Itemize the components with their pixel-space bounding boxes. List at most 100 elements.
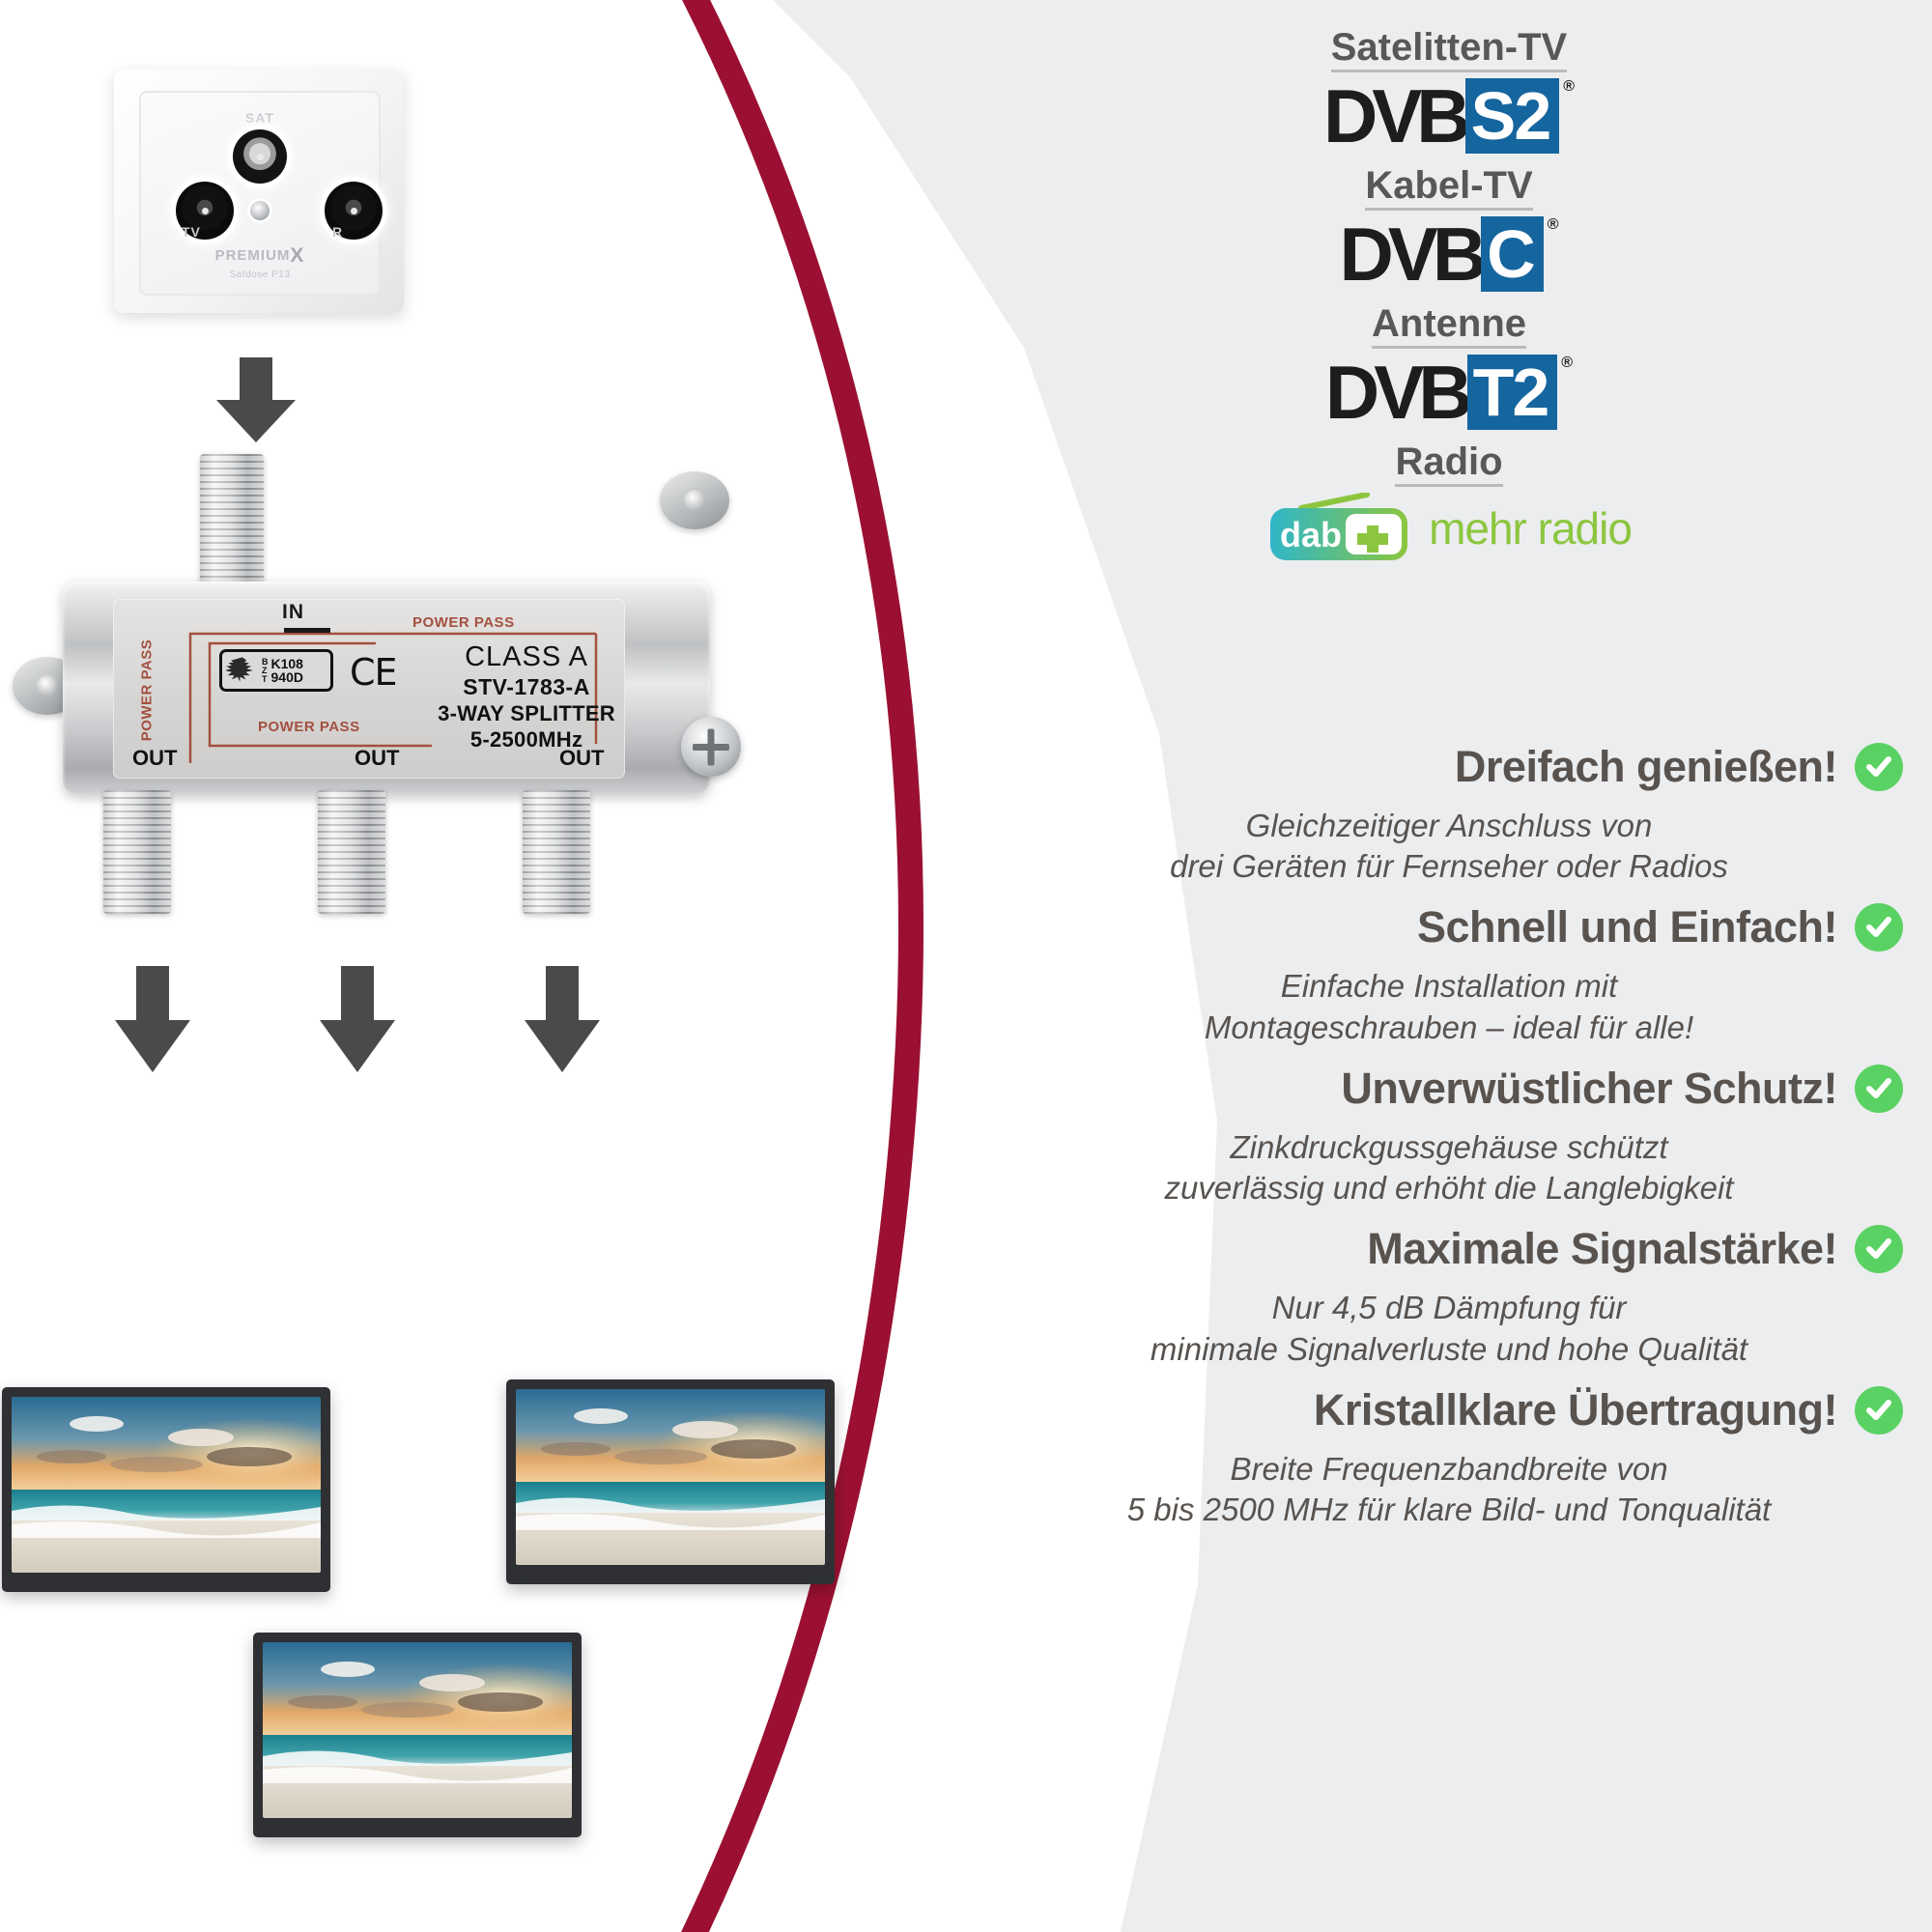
left-diagram-column: SAT TV R PREMIUMX Satdose P13 <box>0 0 966 1932</box>
tv-screen-beach-sunset <box>12 1397 321 1573</box>
arrow-down-to-splitter <box>203 357 309 444</box>
power-pass-label-top-right: POWER PASS <box>412 614 515 631</box>
feature-title: Kristallklare Übertragung! <box>1313 1384 1838 1435</box>
splitter-body: IN POWER PASS POWER PASS POWER PASS B Z … <box>63 582 710 794</box>
tv-screen-beach-sunset <box>263 1642 572 1818</box>
splitter-mount-ear-right <box>660 471 729 529</box>
dvb-wordmark: DVB <box>1324 350 1473 435</box>
check-circle-icon <box>1855 1064 1903 1113</box>
splitter-class: CLASS A <box>465 641 588 672</box>
bzt-certification-mark: B Z T K108 940D <box>219 649 333 692</box>
arrow-down-to-tv-3 <box>514 966 611 1074</box>
feature-body-line2: 5 bis 2500 MHz für klare Bild- und Tonqu… <box>1126 1492 1772 1528</box>
broadcast-standards-logos: Satelitten-TV DVB S2 ® Kabel-TV DVB C ® … <box>966 27 1932 564</box>
feature-body-line2: zuverlässig und erhöht die Langlebigkeit <box>1164 1170 1734 1207</box>
dab-plus-logo: dab mehr radio <box>966 492 1932 564</box>
connector-threads <box>318 790 385 914</box>
check-circle-icon <box>1855 1225 1903 1274</box>
feature-body-line1: Einfache Installation mit <box>1280 968 1618 1005</box>
check-circle-icon <box>1855 903 1903 952</box>
feature-heading-row: Unverwüstlicher Schutz! <box>966 1064 1932 1114</box>
socket-tv-label: TV <box>182 224 201 240</box>
dvb-c-logo: DVB C ® <box>966 216 1932 292</box>
splitter-in-bar-icon <box>284 628 330 633</box>
logo-group-satellite: Satelitten-TV DVB S2 ® <box>966 27 1932 154</box>
socket-radio-port <box>325 182 383 240</box>
socket-center-screw-icon <box>250 201 270 220</box>
dvb-t2-logo: DVB T2 ® <box>966 355 1932 430</box>
tv-display-1 <box>2 1387 330 1592</box>
feature-item-3: Unverwüstlicher Schutz! Zinkdruckgussgeh… <box>966 1064 1932 1208</box>
check-circle-icon <box>1855 1385 1903 1435</box>
bzt-letter-z: Z <box>262 665 268 675</box>
three-way-splitter: IN POWER PASS POWER PASS POWER PASS B Z … <box>13 454 741 937</box>
registered-trademark-icon: ® <box>1547 216 1559 233</box>
socket-radio-label: R <box>332 224 344 240</box>
socket-sat-port <box>233 129 287 184</box>
dab-radio-icon: dab <box>1266 492 1411 564</box>
registered-trademark-icon: ® <box>1561 355 1574 371</box>
splitter-out-label-1: OUT <box>132 746 178 770</box>
splitter-out-label-3: OUT <box>559 746 605 770</box>
splitter-screw-icon <box>681 717 741 777</box>
splitter-specifications: CLASS A STV-1783-A 3-WAY SPLITTER 5-2500… <box>438 641 615 753</box>
feature-heading-row: Maximale Signalstärke! <box>966 1224 1932 1274</box>
svg-text:dab: dab <box>1280 515 1342 554</box>
feature-list: Dreifach genießen! Gleichzeitiger Anschl… <box>966 742 1932 1546</box>
splitter-out-label-2: OUT <box>355 746 400 770</box>
ce-mark-icon: CE <box>350 651 398 694</box>
logo-group-cable: Kabel-TV DVB C ® <box>966 165 1932 292</box>
splitter-output-connector-1 <box>103 790 171 914</box>
splitter-frequency: 5-2500MHz <box>469 727 583 752</box>
feature-body-line1: Gleichzeitiger Anschluss von <box>1245 808 1653 843</box>
feature-body: Gleichzeitiger Anschluss von drei Geräte… <box>966 806 1932 887</box>
logo-group-radio: Radio dab <box>966 441 1932 564</box>
tv-display-2 <box>506 1379 835 1584</box>
wall-socket-faceplate: SAT TV R PREMIUMX Satdose P13 <box>139 91 383 296</box>
logo-caption-antenna: Antenne <box>1372 303 1526 349</box>
dvb-variant-badge: C <box>1481 216 1544 292</box>
check-circle-icon <box>1855 743 1903 791</box>
dvb-wordmark: DVB <box>1339 212 1487 297</box>
german-eagle-icon <box>226 657 254 682</box>
feature-body: Nur 4,5 dB Dämpfung für minimale Signalv… <box>966 1288 1932 1369</box>
feature-heading-row: Schnell und Einfach! <box>966 902 1932 952</box>
connector-threads <box>200 454 264 589</box>
feature-heading-row: Dreifach genießen! <box>966 742 1932 792</box>
logo-caption-radio: Radio <box>1395 441 1503 487</box>
bzt-code: K108 940D <box>271 657 303 684</box>
splitter-output-connector-3 <box>523 790 590 914</box>
dvb-wordmark: DVB <box>1322 73 1471 158</box>
socket-tv-port <box>176 182 234 240</box>
feature-body-line1: Zinkdruckgussgehäuse schützt <box>1230 1128 1668 1165</box>
connector-threads <box>103 790 171 914</box>
dvb-variant-badge: S2 <box>1464 78 1560 154</box>
socket-brand-model: Satdose P13 <box>229 270 291 280</box>
dvb-variant-badge: T2 <box>1466 355 1558 430</box>
feature-body-line2: drei Geräten für Fernseher oder Radios <box>1170 848 1728 885</box>
splitter-type: 3-WAY SPLITTER <box>438 701 615 725</box>
splitter-label-plate: IN POWER PASS POWER PASS POWER PASS B Z … <box>113 599 625 779</box>
feature-title: Schnell und Einfach! <box>1416 902 1838 952</box>
logo-caption-satellite: Satelitten-TV <box>1330 27 1568 72</box>
feature-title: Maximale Signalstärke! <box>1367 1224 1837 1274</box>
power-pass-trace-lines <box>188 632 598 763</box>
splitter-input-connector <box>200 454 264 589</box>
feature-item-1: Dreifach genießen! Gleichzeitiger Anschl… <box>966 742 1932 887</box>
bzt-letter-t: T <box>262 673 268 684</box>
feature-body: Zinkdruckgussgehäuse schützt zuverlässig… <box>966 1127 1932 1208</box>
bzt-letters: B Z T <box>262 656 269 684</box>
logo-group-antenna: Antenne DVB T2 ® <box>966 303 1932 430</box>
socket-brand-name: PREMIUMX <box>214 244 305 267</box>
right-feature-column: Satelitten-TV DVB S2 ® Kabel-TV DVB C ® … <box>966 0 1932 1932</box>
tv-display-3 <box>253 1633 582 1837</box>
registered-trademark-icon: ® <box>1563 78 1576 95</box>
splitter-model: STV-1783-A <box>463 674 590 699</box>
socket-sat-label: SAT <box>245 110 274 126</box>
dvb-s2-logo: DVB S2 ® <box>966 78 1932 154</box>
feature-title: Dreifach genießen! <box>1454 742 1838 791</box>
logo-caption-cable: Kabel-TV <box>1365 165 1533 211</box>
feature-body: Breite Frequenzbandbreite von 5 bis 2500… <box>966 1449 1932 1530</box>
bzt-letter-b: B <box>262 656 269 667</box>
